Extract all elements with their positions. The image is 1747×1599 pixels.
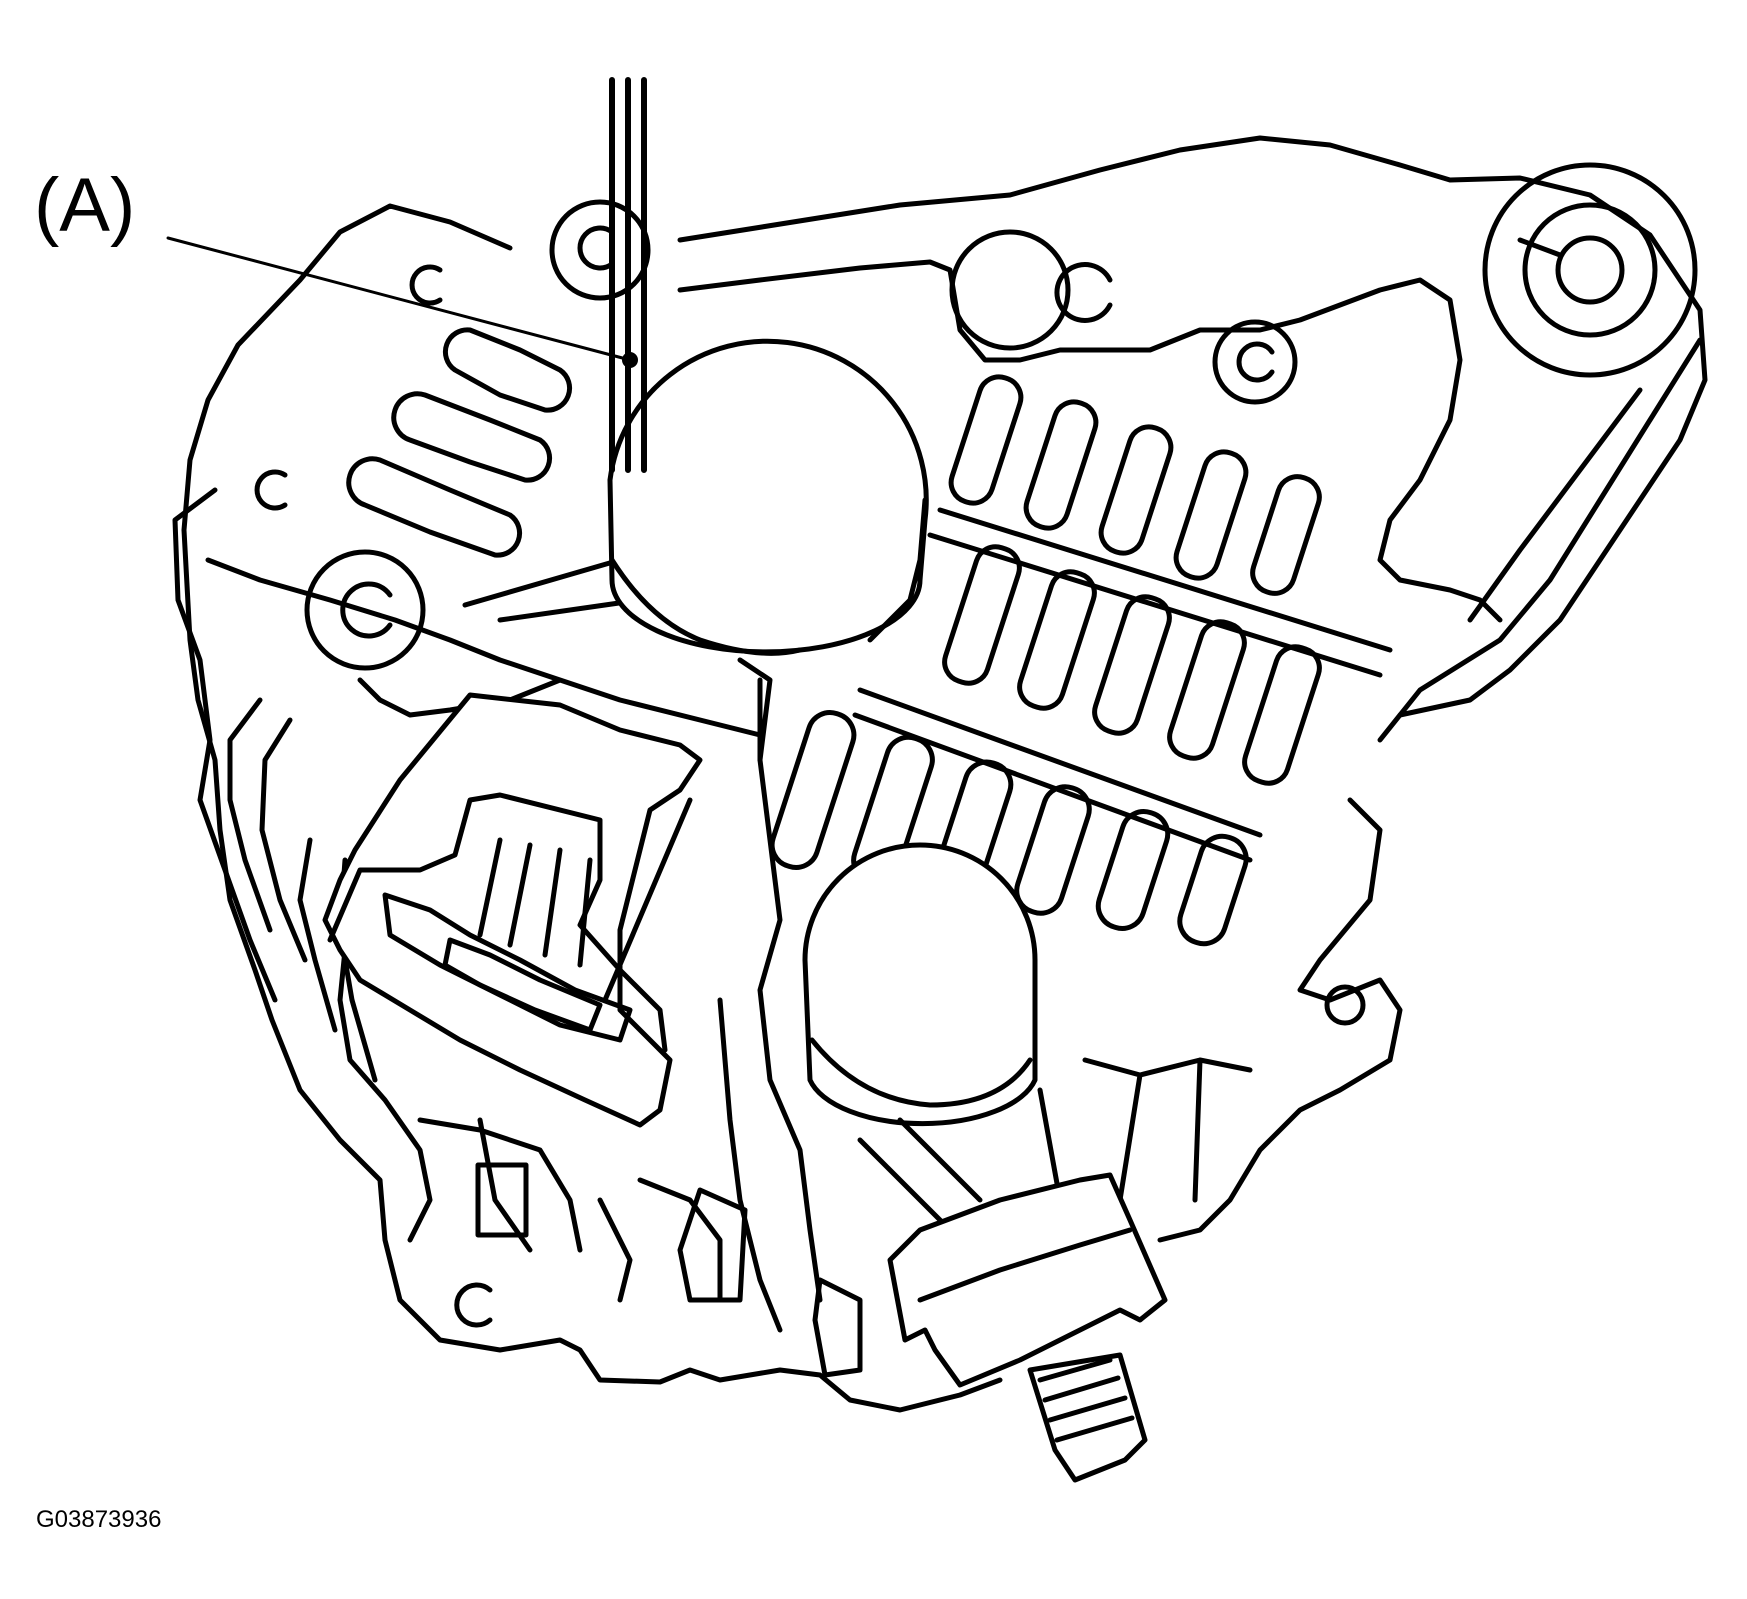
stator-slot xyxy=(1242,644,1322,786)
stator-slot xyxy=(1023,399,1099,531)
alternator-housing-outline xyxy=(181,203,1003,1413)
callout-point xyxy=(622,352,638,368)
terminal-nut xyxy=(887,1172,1168,1388)
terminal-nut-edge xyxy=(917,1227,1133,1303)
callout-label-a: (A) xyxy=(34,163,136,248)
stator-slot xyxy=(769,710,857,870)
bracket-boss-right xyxy=(1482,162,1698,378)
terminal-stud-threads xyxy=(1037,1357,1135,1443)
stator-slot xyxy=(1098,424,1174,556)
rear-cover-upper xyxy=(205,557,763,738)
left-c-mark-1 xyxy=(409,264,443,306)
terminal-arm xyxy=(857,1087,1063,1233)
stator-slots-row2 xyxy=(942,544,1322,786)
terminal-stud xyxy=(1027,1352,1148,1483)
lower-housing-c-mark xyxy=(454,1282,493,1328)
bracket-boss-small xyxy=(1212,319,1298,405)
callout-leader-line xyxy=(166,236,632,362)
fan-fins-left xyxy=(172,487,378,1083)
bracket-boss-center xyxy=(949,229,1071,351)
regulator-block xyxy=(322,692,703,1128)
stator-band-lower xyxy=(852,687,1263,863)
mounting-bracket xyxy=(677,135,1708,743)
stator-slot xyxy=(1250,474,1322,596)
stator-slots-row1 xyxy=(948,374,1322,596)
top-boss-c xyxy=(577,225,615,271)
front-housing-right xyxy=(1157,797,1403,1243)
rear-terminal-cap-stem xyxy=(737,657,773,763)
figure-id: G03873936 xyxy=(36,1506,162,1533)
stator-slot xyxy=(942,544,1022,686)
stator-slot xyxy=(1173,449,1249,581)
connector-socket xyxy=(382,892,633,1043)
bracket-arm-right xyxy=(1397,337,1703,718)
stator-slot xyxy=(1095,809,1171,931)
top-boss xyxy=(549,199,651,301)
probe-rod xyxy=(609,77,647,473)
stator-band-upper xyxy=(927,507,1393,678)
bracket-boss-right-inner xyxy=(1522,202,1658,338)
front-housing-edge xyxy=(1082,1057,1253,1203)
stator-slot xyxy=(1092,594,1172,736)
bracket-boss-small-c xyxy=(1236,341,1275,383)
left-boss xyxy=(304,549,426,671)
front-housing-c-mark xyxy=(1324,984,1366,1026)
bracket-slot-right xyxy=(1517,237,1563,258)
lower-terminal-cap xyxy=(802,842,1038,1127)
stator-slot xyxy=(1177,833,1249,947)
rear-vent-slot-2 xyxy=(391,391,552,483)
lower-housing xyxy=(337,947,723,1303)
rear-vent-slot-3 xyxy=(346,456,522,558)
bracket-boss-center-c xyxy=(1054,262,1113,323)
rear-terminal-cap-side xyxy=(867,497,928,643)
rear-terminal-cap-rim xyxy=(609,557,803,656)
left-boss-c xyxy=(340,581,393,639)
central-body xyxy=(717,677,823,1333)
rear-vent-slot-1 xyxy=(443,327,572,413)
connector-housing xyxy=(327,792,668,1053)
connector-pins xyxy=(477,837,593,968)
stator-slot xyxy=(1014,784,1092,916)
stator-slot xyxy=(948,374,1024,506)
lower-housing-slots xyxy=(677,1187,863,1378)
stator-slot xyxy=(1167,619,1247,761)
rear-terminal-cap xyxy=(607,338,929,655)
stator-slot xyxy=(1017,569,1097,711)
connector-socket-inner xyxy=(442,937,603,1033)
lower-housing-slot xyxy=(475,1162,529,1238)
lower-terminal-cap-rim xyxy=(809,1037,1033,1108)
bracket-inner-edge xyxy=(677,259,1503,623)
bracket-boss-right-hole xyxy=(1555,235,1625,305)
left-c-mark-2 xyxy=(254,469,288,511)
